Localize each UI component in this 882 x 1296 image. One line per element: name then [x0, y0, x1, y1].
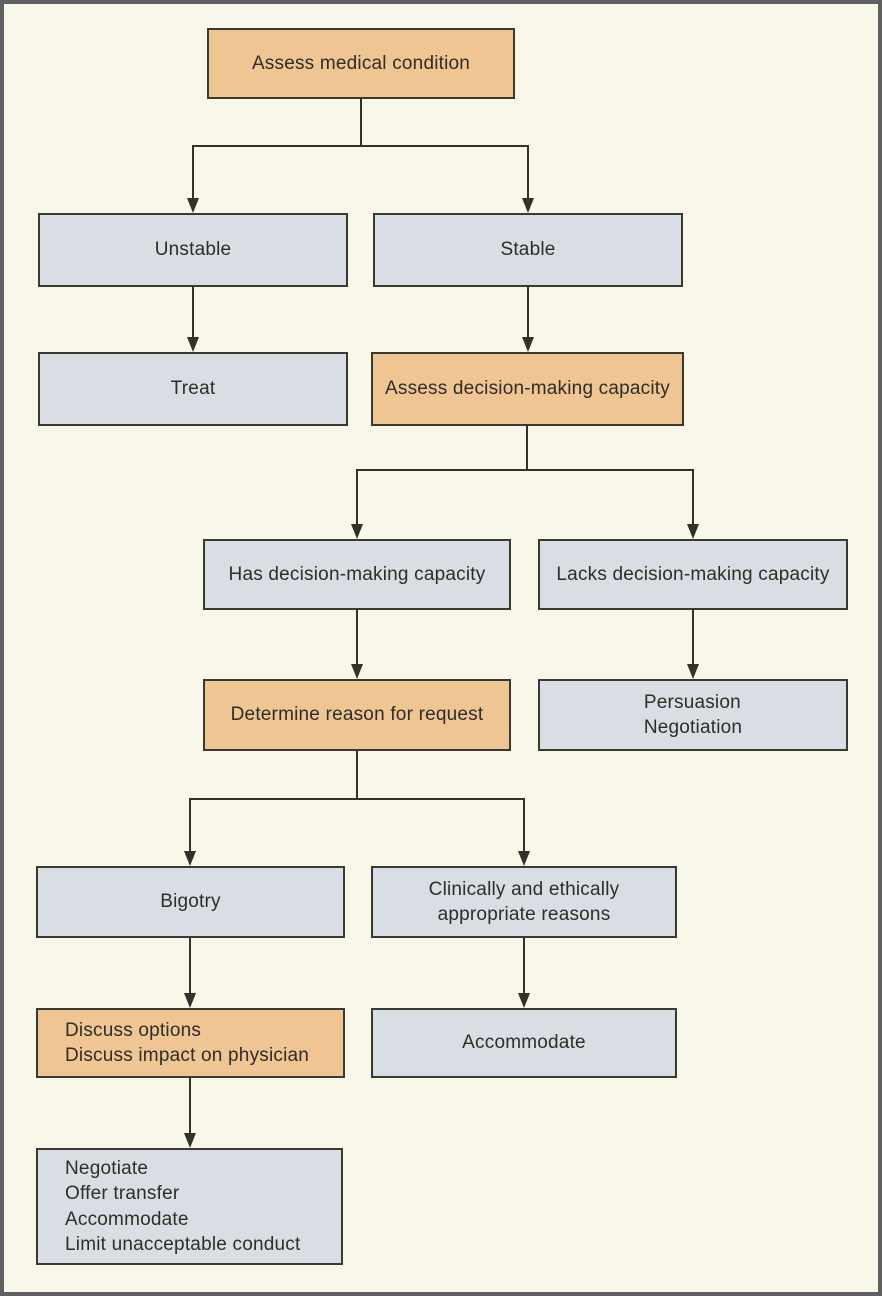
node-label: Assess decision-making capacity — [385, 378, 670, 400]
arrowhead — [687, 524, 699, 539]
node-lacks-decision-making-capacity: Lacks decision-making capacity — [538, 539, 848, 610]
node-determine-reason-for-request: Determine reason for request — [203, 679, 511, 751]
node-label-line: Persuasion — [643, 691, 741, 713]
node-label: Discuss options Discuss impact on physic… — [65, 1018, 309, 1069]
arrowhead — [522, 337, 534, 352]
node-has-decision-making-capacity: Has decision-making capacity — [203, 539, 511, 610]
edge-determine-reason-branch — [189, 751, 525, 854]
node-label-line: Discuss options — [65, 1019, 202, 1041]
node-label-line: Clinically and ethically — [428, 878, 620, 900]
node-assess-decision-making-capacity: Assess decision-making capacity — [371, 352, 684, 426]
node-label-line: Limit unacceptable conduct — [65, 1233, 301, 1255]
arrowhead — [687, 664, 699, 679]
node-label: Treat — [170, 378, 216, 400]
node-label: Has decision-making capacity — [228, 563, 486, 585]
node-label: Lacks decision-making capacity — [556, 563, 830, 585]
arrowhead — [518, 993, 530, 1008]
arrowhead — [518, 851, 530, 866]
arrowhead — [351, 524, 363, 539]
node-appropriate-reasons: Clinically and ethically appropriate rea… — [371, 866, 677, 938]
node-assess-medical-condition: Assess medical condition — [207, 28, 515, 99]
node-label: Bigotry — [160, 891, 221, 913]
arrowhead — [184, 851, 196, 866]
node-final-options: Negotiate Offer transfer Accommodate Lim… — [36, 1148, 343, 1265]
node-label-line: Offer transfer — [65, 1183, 180, 1205]
node-label-line: appropriate reasons — [437, 904, 611, 925]
node-label: Assess medical condition — [251, 52, 471, 74]
node-bigotry: Bigotry — [36, 866, 345, 938]
node-stable: Stable — [373, 213, 683, 287]
edge-assess-capacity-branch — [356, 426, 694, 527]
arrowhead — [184, 993, 196, 1008]
arrowhead — [187, 337, 199, 352]
node-label: Clinically and ethically appropriate rea… — [429, 877, 620, 928]
node-label-line: Accommodate — [65, 1208, 189, 1230]
node-label: Accommodate — [462, 1032, 586, 1054]
node-unstable: Unstable — [38, 213, 348, 287]
arrowheads — [184, 198, 699, 1148]
arrowhead — [351, 664, 363, 679]
connector-lines — [189, 99, 694, 1136]
node-label: Unstable — [154, 239, 232, 261]
node-label: Persuasion Negotiation — [644, 690, 742, 741]
node-persuasion-negotiation: Persuasion Negotiation — [538, 679, 848, 751]
node-label-line: Negotiation — [643, 717, 743, 738]
node-label-line: Negotiate — [65, 1157, 149, 1179]
node-accommodate: Accommodate — [371, 1008, 677, 1078]
arrowhead — [187, 198, 199, 213]
node-label-line: Discuss impact on physician — [65, 1045, 310, 1066]
arrowhead — [184, 1133, 196, 1148]
node-treat: Treat — [38, 352, 348, 426]
arrowhead — [522, 198, 534, 213]
node-label: Determine reason for request — [230, 704, 484, 726]
node-label: Stable — [500, 239, 556, 261]
node-discuss-options: Discuss options Discuss impact on physic… — [36, 1008, 345, 1078]
edge-assess-medical-branch — [192, 99, 529, 201]
node-label: Negotiate Offer transfer Accommodate Lim… — [65, 1156, 300, 1258]
